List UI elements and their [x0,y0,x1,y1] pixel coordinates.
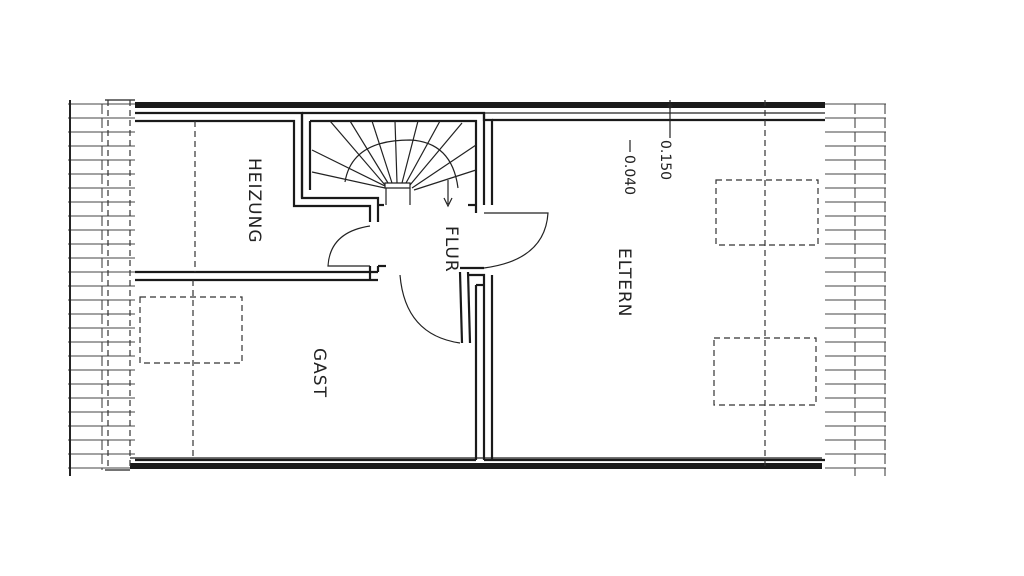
dimension-upper: 0.150 [657,140,673,180]
room-label-gast: GAST [309,348,329,398]
room-label-flur: FLUR [441,226,461,273]
dashed-lines [107,100,819,470]
window-eltern-lower [713,337,817,406]
left-roof-tiles [68,100,135,476]
right-roof-tiles [825,103,886,476]
dimension-lower: 0.040 [621,155,637,195]
room-label-heizung: HEIZUNG [244,158,264,244]
flur-walls [327,203,549,460]
dimension-marker [629,100,673,152]
window-gast [139,296,243,364]
outer-walls [105,99,825,471]
eltern-walls [135,113,825,462]
room-label-eltern: ELTERN [614,248,634,318]
staircase [311,120,477,208]
window-eltern-upper [715,179,819,246]
